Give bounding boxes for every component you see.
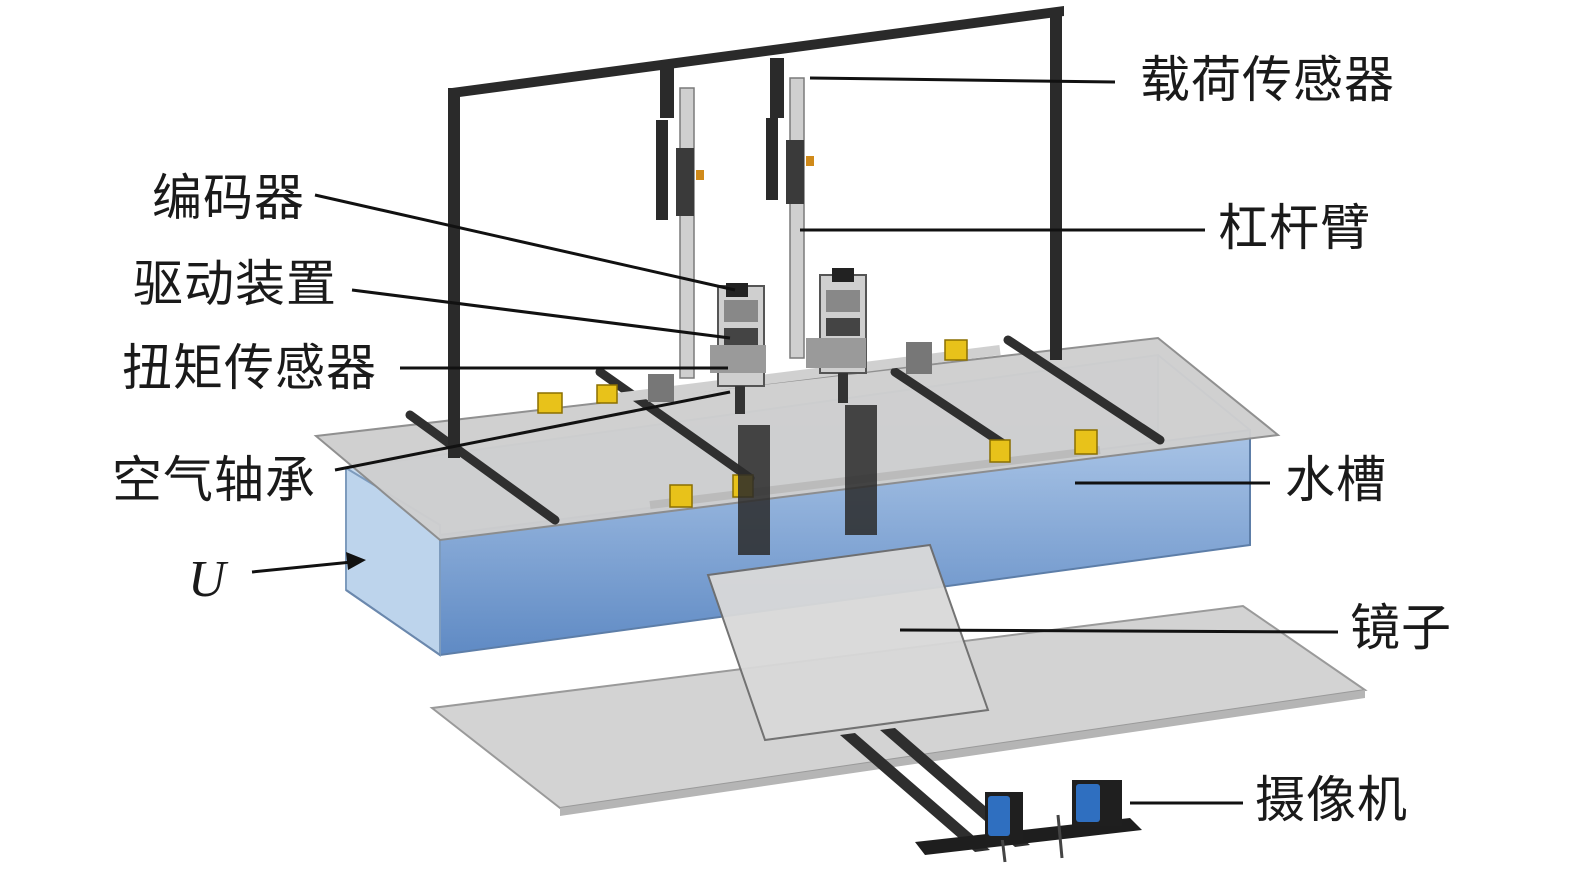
label-load-sensor: 载荷传感器: [1140, 51, 1395, 109]
label-lever-arm: 杠杆臂: [1218, 199, 1371, 257]
label-camera: 摄像机: [1255, 771, 1408, 829]
label-mirror: 镜子: [1350, 599, 1452, 657]
cross-rails: [405, 335, 1165, 525]
tank-deck: [313, 336, 1281, 542]
leader-encoder: [314, 193, 736, 292]
leader-drive-unit: [351, 288, 731, 340]
side-block-left: [648, 374, 674, 402]
leader-load-sensor: [809, 76, 1116, 84]
label-encoder: 编码器: [152, 169, 305, 227]
drive-unit-right: [806, 268, 867, 403]
camera-right: [1072, 780, 1122, 826]
side-block-right: [906, 342, 932, 374]
camera-left: [985, 792, 1023, 840]
velocity-arrow: [251, 552, 366, 574]
floor-plate-edge: [560, 690, 1365, 816]
label-air-bearing: 空气轴承: [112, 451, 316, 509]
lever-arms: [656, 77, 814, 379]
label-water-tank: 水槽: [1285, 451, 1387, 509]
mirror: [706, 543, 990, 742]
label-torque-sensor: 扭矩传感器: [122, 339, 377, 397]
plate-left: [738, 425, 770, 555]
leader-air-bearing: [334, 390, 731, 472]
label-drive-unit: 驱动装置: [133, 255, 337, 313]
leader-mirror: [899, 628, 1339, 634]
leader-lines: [314, 76, 1339, 805]
plate-right: [845, 405, 877, 535]
support-frame: [448, 6, 1064, 458]
label-velocity-symbol: U: [188, 551, 227, 608]
